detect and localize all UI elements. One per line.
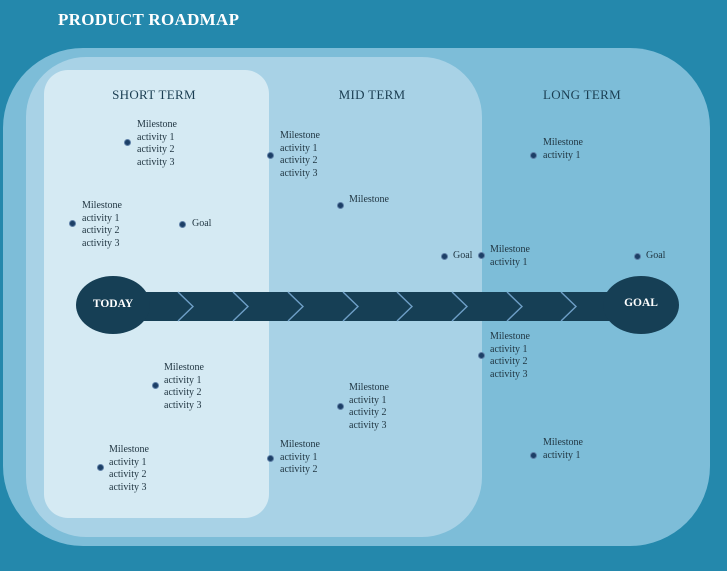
milestone-dot-icon bbox=[337, 202, 344, 209]
goal-end-label: GOAL bbox=[624, 297, 658, 309]
milestone-dot-icon bbox=[337, 403, 344, 410]
goal-dot-icon bbox=[179, 221, 186, 228]
item-activity: activity 1 bbox=[82, 212, 120, 224]
today-label: TODAY bbox=[92, 298, 134, 310]
item-activity: activity 3 bbox=[82, 237, 120, 249]
milestone-dot-icon bbox=[267, 455, 274, 462]
milestone-dot-icon bbox=[152, 382, 159, 389]
item-activity: activity 3 bbox=[137, 156, 175, 168]
column-header-short-term: SHORT TERM bbox=[112, 87, 196, 102]
item-title: Milestone bbox=[109, 444, 149, 455]
item-activity: activity 1 bbox=[349, 394, 387, 406]
item-text: Milestone bbox=[349, 194, 389, 207]
column-header-mid-term: MID TERM bbox=[338, 87, 406, 102]
item-title: Milestone bbox=[349, 194, 389, 205]
milestone-dot-icon bbox=[478, 352, 485, 359]
timeline-bar bbox=[130, 292, 620, 321]
item-activity: activity 1 bbox=[543, 449, 581, 461]
item-title: Milestone bbox=[543, 137, 583, 148]
today-ellipse bbox=[76, 276, 150, 334]
timeline-chevrons bbox=[177, 291, 578, 322]
item-activity: activity 1 bbox=[164, 374, 202, 386]
item-activity: activity 1 bbox=[137, 131, 175, 143]
item-title: Milestone bbox=[280, 130, 320, 141]
short-term-goal: Goal bbox=[179, 218, 211, 231]
item-activity: activity 2 bbox=[164, 387, 202, 399]
item-activity: activity 1 bbox=[109, 456, 147, 468]
item-title: Milestone bbox=[137, 119, 177, 130]
item-activity: activity 3 bbox=[490, 368, 528, 380]
milestone-dot-icon bbox=[69, 220, 76, 227]
item-title: Milestone bbox=[164, 362, 204, 373]
item-text: Goal bbox=[453, 250, 472, 263]
milestone-dot-icon bbox=[478, 252, 485, 259]
item-title: Goal bbox=[646, 250, 666, 261]
item-title: Milestone bbox=[349, 382, 389, 393]
item-activity: activity 3 bbox=[349, 419, 387, 431]
item-text: Goal bbox=[646, 250, 665, 263]
item-activity: activity 3 bbox=[280, 167, 318, 179]
item-activity: activity 2 bbox=[280, 464, 318, 476]
page-title: PRODUCT ROADMAP bbox=[58, 10, 240, 29]
item-activity: activity 3 bbox=[164, 399, 202, 411]
item-activity: activity 2 bbox=[490, 356, 528, 368]
item-activity: activity 2 bbox=[82, 225, 120, 237]
mid-term-milestone: Milestone bbox=[337, 194, 389, 209]
item-activity: activity 1 bbox=[280, 451, 318, 463]
item-title: Milestone bbox=[490, 331, 530, 342]
item-activity: activity 2 bbox=[137, 144, 175, 156]
item-activity: activity 1 bbox=[490, 256, 528, 268]
item-activity: activity 1 bbox=[490, 343, 528, 355]
mid-term-goal: Goal bbox=[441, 250, 472, 263]
column-header-long-term: LONG TERM bbox=[543, 87, 621, 102]
milestone-dot-icon bbox=[530, 452, 537, 459]
milestone-dot-icon bbox=[97, 464, 104, 471]
item-title: Goal bbox=[192, 218, 212, 229]
item-activity: activity 2 bbox=[109, 469, 147, 481]
item-text: Goal bbox=[192, 218, 211, 231]
long-term-goal: Goal bbox=[634, 250, 665, 263]
item-title: Milestone bbox=[82, 200, 122, 211]
item-activity: activity 2 bbox=[280, 155, 318, 167]
goal-ellipse bbox=[603, 276, 679, 334]
milestone-dot-icon bbox=[267, 152, 274, 159]
item-activity: activity 3 bbox=[109, 481, 147, 493]
item-title: Milestone bbox=[490, 244, 530, 255]
item-title: Goal bbox=[453, 250, 473, 261]
item-activity: activity 2 bbox=[349, 407, 387, 419]
item-title: Milestone bbox=[280, 439, 320, 450]
milestone-dot-icon bbox=[124, 139, 131, 146]
goal-dot-icon bbox=[441, 253, 448, 260]
item-activity: activity 1 bbox=[280, 142, 318, 154]
milestone-dot-icon bbox=[530, 152, 537, 159]
item-activity: activity 1 bbox=[543, 149, 581, 161]
item-title: Milestone bbox=[543, 437, 583, 448]
goal-dot-icon bbox=[634, 253, 641, 260]
